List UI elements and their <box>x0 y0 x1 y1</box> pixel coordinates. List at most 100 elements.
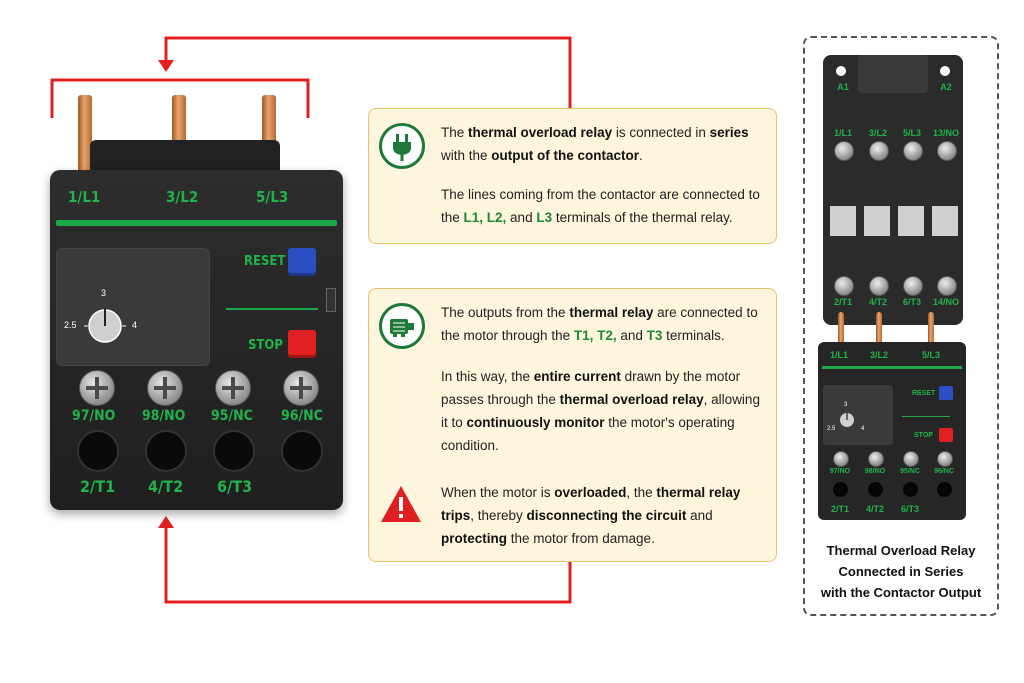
mini-stop-label: STOP <box>914 432 933 439</box>
dial-tick-3: 3 <box>101 288 107 298</box>
terminal-label-2-t1: 2/T1 <box>80 477 116 496</box>
coil-label-a2: A2 <box>940 82 952 92</box>
contactor-label-3-l2: 3/L2 <box>868 128 887 138</box>
contactor-label-2-t1: 2/T1 <box>833 297 852 307</box>
contactor-screw-5 <box>903 141 923 161</box>
terminal-hole-aux <box>281 430 323 472</box>
callout-motor-protection: The outputs from the thermal relay are c… <box>368 288 777 562</box>
caption-line-2: Connected in Series <box>838 564 964 579</box>
bottom-arrowhead <box>158 516 174 528</box>
plug-icon <box>379 123 425 169</box>
mini-aux-96-nc: 96/NC <box>934 468 954 475</box>
mini-hole-t3 <box>903 482 918 497</box>
contactor-screw-6 <box>903 276 923 296</box>
contactor-window-4 <box>932 206 958 236</box>
mini-aux-98-no: 98/NO <box>864 468 886 475</box>
terminal-hole-t3 <box>213 430 255 472</box>
aux-label-95-nc: 95/NC <box>211 408 253 424</box>
current-dial-icon <box>84 308 126 343</box>
terminal-hole-t1 <box>77 430 119 472</box>
terminal-label-1-l1: 1/L1 <box>68 188 101 206</box>
top-arrowhead <box>158 60 174 72</box>
contactor-window-1 <box>830 206 856 236</box>
contactor-window-3 <box>898 206 924 236</box>
callout1-paragraph2: The lines coming from the contactor are … <box>441 187 760 225</box>
terminal-hole-t2 <box>145 430 187 472</box>
mini-dial-tick-2-5: 2.5 <box>827 426 836 432</box>
screw-96 <box>283 370 319 406</box>
mini-hole-aux <box>937 482 952 497</box>
motor-icon <box>379 303 425 349</box>
contactor-label-5-l3: 5/L3 <box>902 128 921 138</box>
green-indicator-strip <box>56 220 337 226</box>
mini-screw-96 <box>937 451 953 467</box>
stop-button[interactable] <box>288 330 316 358</box>
coil-label-a1: A1 <box>837 82 849 92</box>
callout-series-connection: The thermal overload relay is connected … <box>368 108 777 244</box>
mini-label-3-l2: 3/L2 <box>869 350 888 360</box>
terminal-label-4-t2: 4/T2 <box>148 477 184 496</box>
mini-label-1-l1: 1/L1 <box>829 350 848 360</box>
mini-label-4-t2: 4/T2 <box>865 504 884 514</box>
contactor-screw-2 <box>834 276 854 296</box>
mini-screw-97 <box>833 451 849 467</box>
mini-screw-95 <box>903 451 919 467</box>
mini-stop-button[interactable] <box>939 428 953 442</box>
terminal-label-5-l3: 5/L3 <box>256 188 289 206</box>
mini-reset-label: RESET <box>912 390 936 397</box>
mini-hole-t2 <box>868 482 883 497</box>
aux-label-98-no: 98/NO <box>142 408 186 424</box>
current-dial-panel <box>56 248 210 366</box>
contactor-label-6-t3: 6/T3 <box>902 297 921 307</box>
contactor-screw-13 <box>937 141 957 161</box>
callout2-paragraph1: The outputs from the thermal relay are c… <box>441 305 758 343</box>
screw-95 <box>215 370 251 406</box>
copper-pin-l1 <box>78 95 92 185</box>
mini-dial-icon <box>840 413 854 427</box>
screw-97 <box>79 370 115 406</box>
bottom-arrow-line <box>164 525 572 604</box>
contactor-label-1-l1: 1/L1 <box>833 128 852 138</box>
contactor-screw-14 <box>937 276 957 296</box>
mini-divider <box>902 416 950 417</box>
reset-button[interactable] <box>288 248 316 276</box>
mount-hole-left <box>836 66 846 76</box>
dial-tick-4: 4 <box>132 320 138 330</box>
reset-label: RESET <box>244 254 286 269</box>
contactor-screw-3 <box>869 141 889 161</box>
contactor-screw-4 <box>869 276 889 296</box>
callout1-paragraph1: The thermal overload relay is connected … <box>441 125 749 163</box>
link-pin-3 <box>928 312 934 350</box>
test-slot <box>326 288 336 312</box>
mini-green-strip <box>822 366 962 369</box>
terminal-label-6-t3: 6/T3 <box>217 477 253 496</box>
top-arrow-line <box>164 36 572 138</box>
callout2-paragraph2: In this way, the entire current drawn by… <box>441 369 760 453</box>
stop-label: STOP <box>248 338 283 353</box>
link-pin-2 <box>876 312 882 350</box>
top-bracket <box>50 78 310 118</box>
mini-dial-panel <box>823 385 893 445</box>
contactor-label-13-no: 13/NO <box>932 128 959 138</box>
warning-icon <box>381 486 421 522</box>
mount-hole-right <box>940 66 950 76</box>
contactor-label-4-t2: 4/T2 <box>868 297 887 307</box>
aux-label-97-no: 97/NO <box>72 408 116 424</box>
terminal-label-3-l2: 3/L2 <box>166 188 199 206</box>
caption-line-3: with the Contactor Output <box>820 585 982 600</box>
contactor-top-cap <box>858 55 928 93</box>
mini-label-5-l3: 5/L3 <box>921 350 940 360</box>
callout2-paragraph3: When the motor is overloaded, the therma… <box>441 485 741 546</box>
link-pin-1 <box>838 312 844 350</box>
dial-tick-2-5: 2.5 <box>64 320 77 330</box>
mini-aux-97-no: 97/NO <box>829 468 851 475</box>
contactor-screw-1 <box>834 141 854 161</box>
divider-line <box>226 308 318 310</box>
panel-caption: Thermal Overload Relay Connected in Seri… <box>808 540 994 603</box>
mini-reset-button[interactable] <box>939 386 953 400</box>
screw-98 <box>147 370 183 406</box>
aux-label-96-nc: 96/NC <box>281 408 323 424</box>
mini-aux-95-nc: 95/NC <box>900 468 920 475</box>
mini-screw-98 <box>868 451 884 467</box>
mini-dial-tick-3: 3 <box>844 402 848 408</box>
